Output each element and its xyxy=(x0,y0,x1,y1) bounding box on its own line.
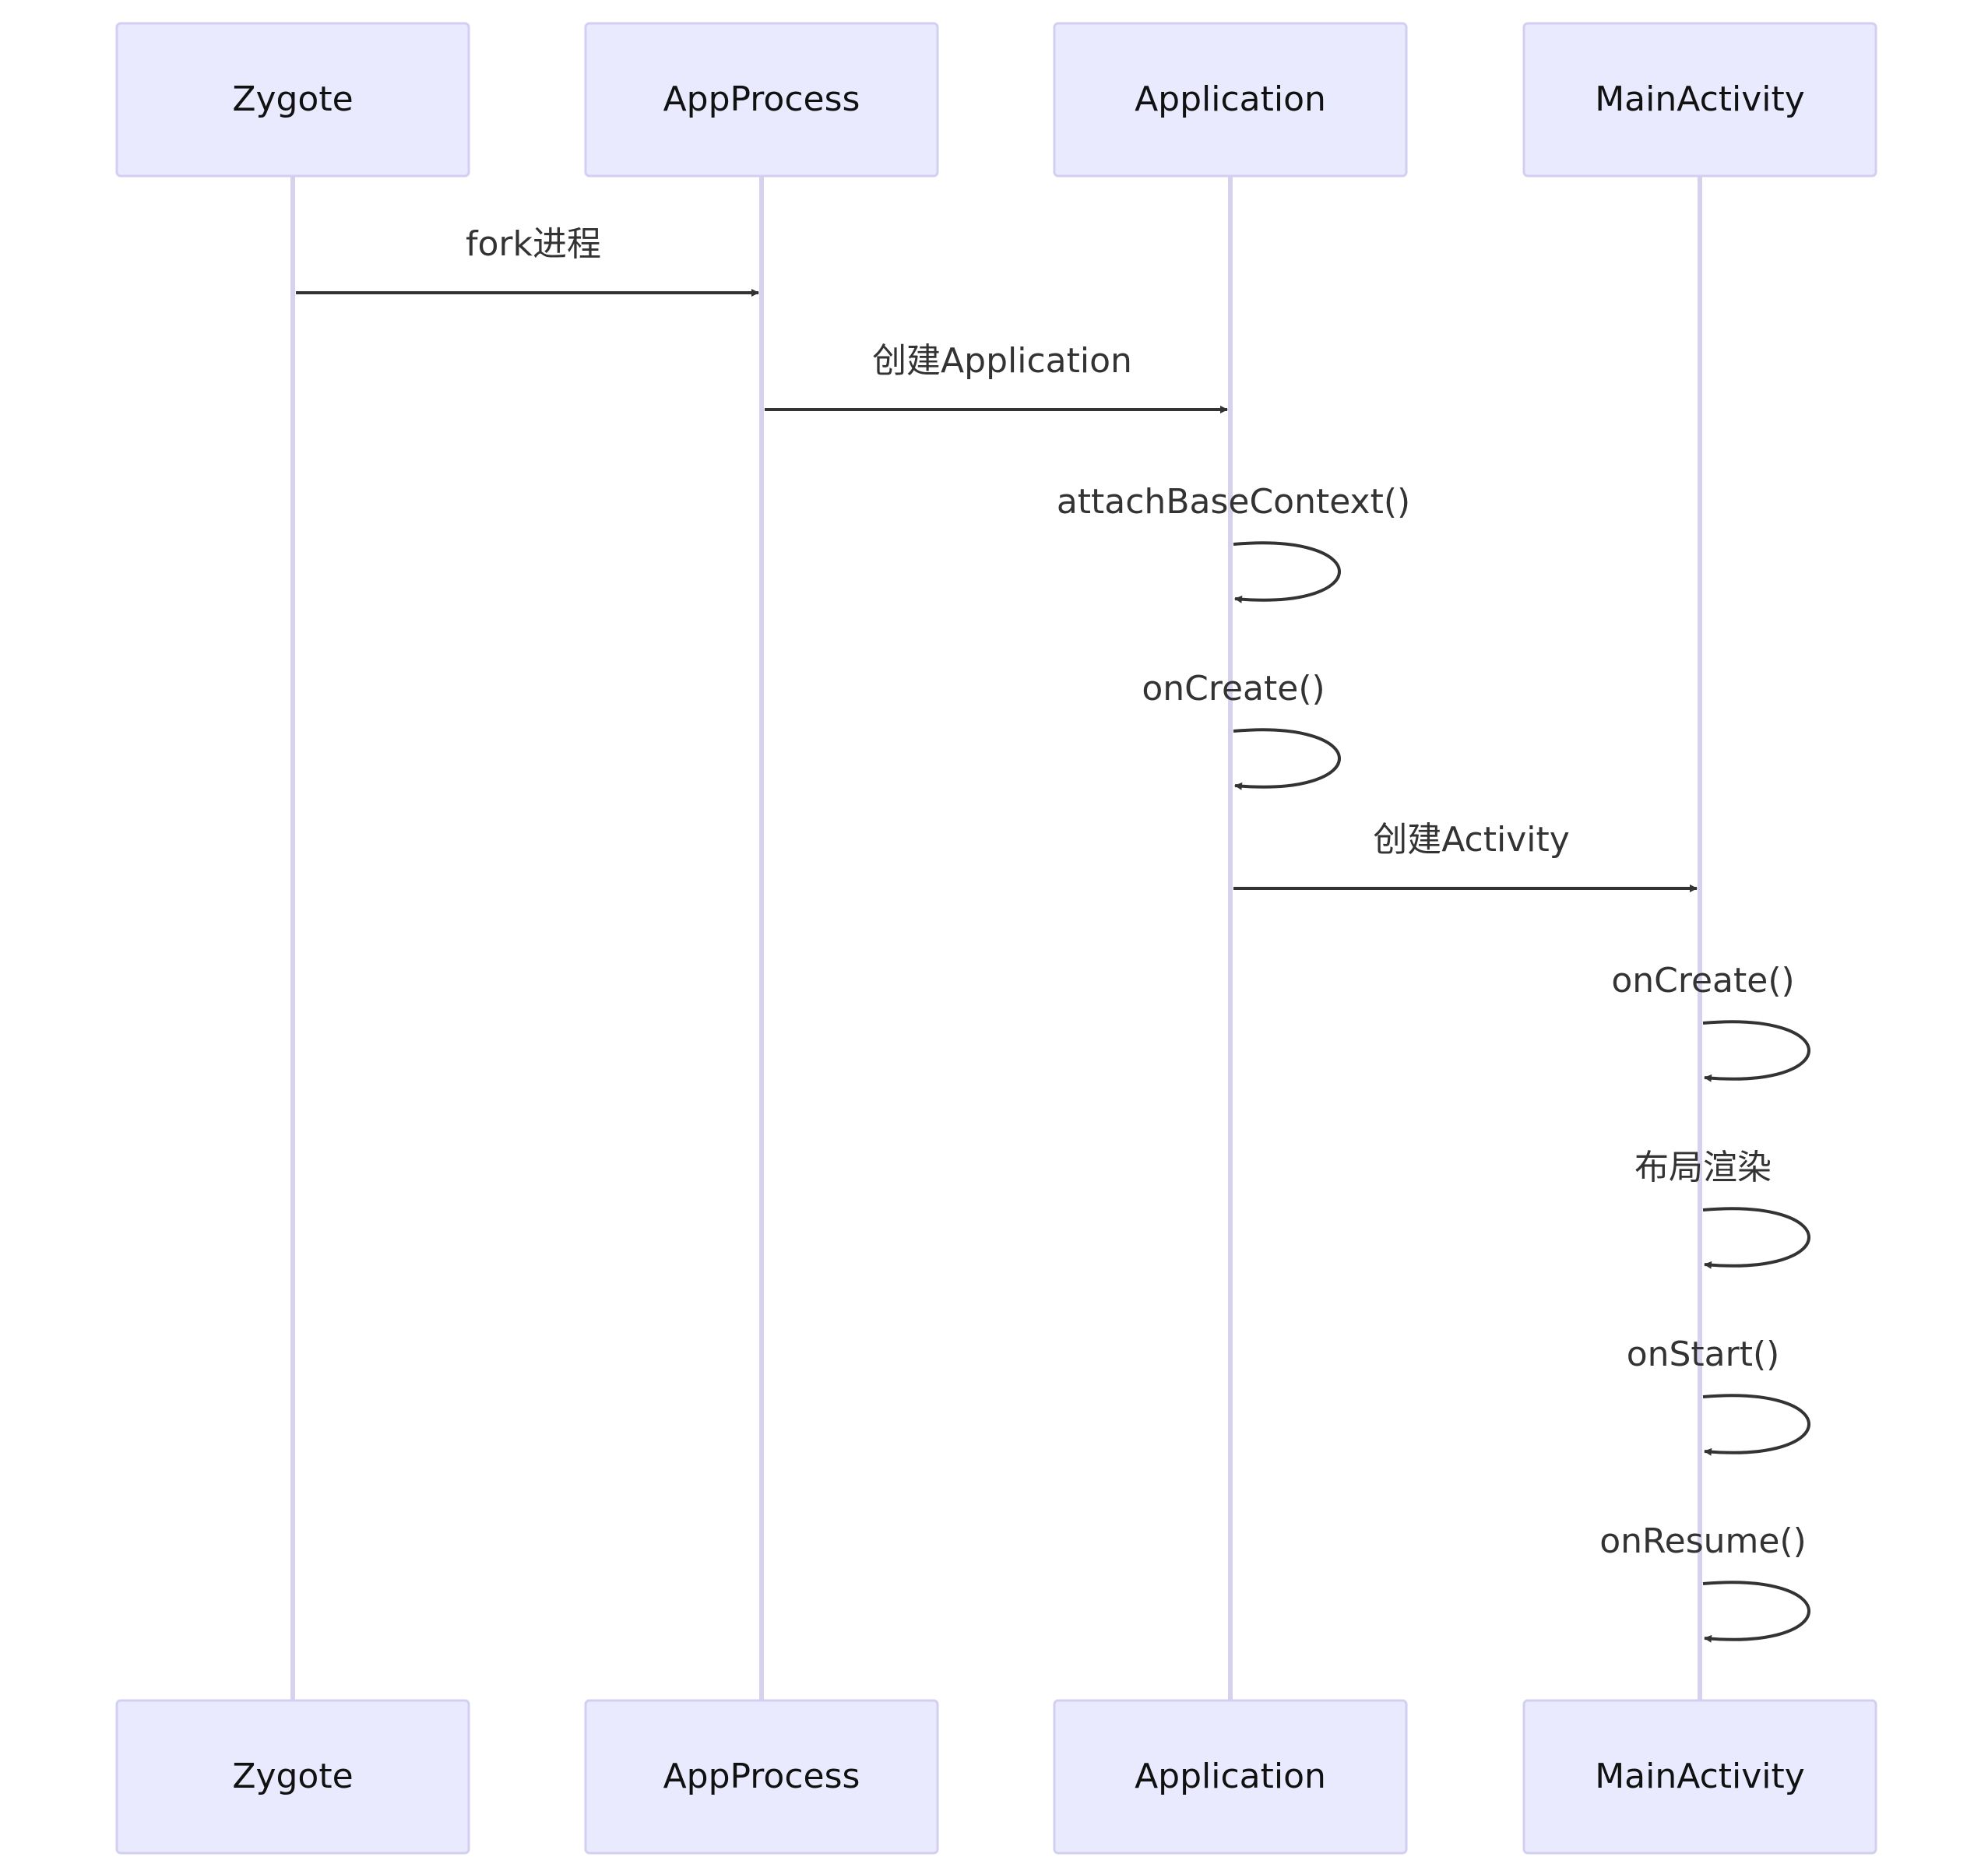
message-2: attachBaseContext() xyxy=(1057,482,1410,603)
actor-box xyxy=(584,22,939,178)
actor-label: AppProcess xyxy=(663,1757,860,1796)
actor-label: AppProcess xyxy=(663,79,860,119)
actor-mainactivity-bottom: MainActivity xyxy=(1522,1699,1877,1855)
message-loop xyxy=(1702,1581,1810,1643)
message-8: onResume() xyxy=(1599,1521,1810,1643)
actor-zygote-top: Zygote xyxy=(115,22,470,178)
message-0: fork进程 xyxy=(296,224,759,297)
message-label: onStart() xyxy=(1627,1335,1780,1374)
message-label: 创建Application xyxy=(872,341,1132,381)
message-1: 创建Application xyxy=(765,341,1228,413)
message-loop xyxy=(1702,1394,1810,1456)
message-label: 创建Activity xyxy=(1373,820,1570,860)
actor-box xyxy=(1522,1699,1877,1855)
message-label: onCreate() xyxy=(1142,669,1325,709)
actor-box xyxy=(1053,22,1408,178)
message-label: onResume() xyxy=(1599,1521,1807,1561)
message-loop xyxy=(1233,541,1341,603)
message-loop xyxy=(1233,728,1341,790)
actor-box xyxy=(115,22,470,178)
actor-label: MainActivity xyxy=(1595,1757,1805,1796)
actor-box xyxy=(115,1699,470,1855)
message-label: onCreate() xyxy=(1611,961,1794,1001)
message-7: onStart() xyxy=(1627,1335,1810,1456)
actor-label: Zygote xyxy=(232,1757,353,1796)
actor-appprocess-top: AppProcess xyxy=(584,22,939,178)
actor-label: MainActivity xyxy=(1595,79,1805,119)
message-5: onCreate() xyxy=(1611,961,1810,1082)
message-4: 创建Activity xyxy=(1233,820,1698,892)
message-loop xyxy=(1702,1020,1810,1082)
actor-application-top: Application xyxy=(1053,22,1408,178)
actor-label: Application xyxy=(1135,79,1326,119)
actor-application-bottom: Application xyxy=(1053,1699,1408,1855)
message-label: 布局渲染 xyxy=(1634,1148,1772,1187)
message-loop xyxy=(1702,1207,1810,1269)
message-6: 布局渲染 xyxy=(1634,1148,1810,1269)
actor-box xyxy=(1522,22,1877,178)
actor-appprocess-bottom: AppProcess xyxy=(584,1699,939,1855)
actor-mainactivity-top: MainActivity xyxy=(1522,22,1877,178)
message-label: attachBaseContext() xyxy=(1057,482,1410,522)
actor-label: Zygote xyxy=(232,79,353,119)
message-label: fork进程 xyxy=(466,224,601,264)
actor-label: Application xyxy=(1135,1757,1326,1796)
actor-zygote-bottom: Zygote xyxy=(115,1699,470,1855)
actor-box xyxy=(584,1699,939,1855)
message-3: onCreate() xyxy=(1142,669,1341,790)
actor-box xyxy=(1053,1699,1408,1855)
